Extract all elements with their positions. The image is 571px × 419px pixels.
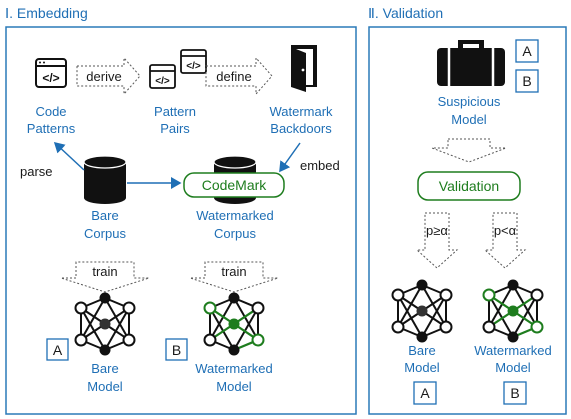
result-bare-network-icon xyxy=(391,279,453,343)
suspect-b-box xyxy=(515,69,539,93)
embed-label: embed xyxy=(300,158,340,173)
watermark-backdoors-label-1: Watermark xyxy=(269,104,333,119)
result-a-letter: A xyxy=(420,385,430,401)
validation-panel xyxy=(368,26,567,415)
model-a-box xyxy=(46,338,69,361)
codemark-box xyxy=(183,172,285,198)
p-ge-alpha-label: p≥α xyxy=(426,223,448,238)
suspect-b-letter: B xyxy=(522,73,531,89)
validation-label: Validation xyxy=(439,178,499,194)
embed-arrow xyxy=(279,142,301,173)
result-watermarked-label-2: Model xyxy=(495,360,531,375)
train-label-1: train xyxy=(92,264,117,279)
model-a-letter: A xyxy=(53,342,63,358)
pattern-pairs-icon: </> </> xyxy=(149,49,207,89)
derive-label: derive xyxy=(86,69,121,84)
result-a-box xyxy=(413,381,437,405)
result-b-letter: B xyxy=(510,385,519,401)
p-ge-alpha-arrow: p≥α xyxy=(415,212,459,269)
result-bare-label-2: Model xyxy=(404,360,440,375)
suspect-to-validation-arrow xyxy=(431,138,507,163)
parse-label: parse xyxy=(20,164,53,179)
suspicious-model-label-2: Model xyxy=(451,112,487,127)
suspect-a-letter: A xyxy=(522,43,532,59)
door-icon xyxy=(291,45,317,92)
bare-model-network-icon xyxy=(74,292,136,356)
result-b-box xyxy=(503,381,527,405)
result-watermarked-label-1: Watermarked xyxy=(474,343,552,358)
derive-arrow: derive xyxy=(76,56,141,96)
suspect-a-box xyxy=(515,39,539,63)
svg-text:</>: </> xyxy=(42,71,59,85)
train-arrow-watermarked: train xyxy=(189,261,279,293)
validation-box xyxy=(417,171,521,201)
watermarked-corpus-label-2: Corpus xyxy=(214,226,256,241)
p-lt-alpha-label: p<α xyxy=(494,223,517,238)
suspicious-model-label-1: Suspicious xyxy=(438,94,501,109)
define-label: define xyxy=(216,69,251,84)
code-patterns-label-1: Code xyxy=(35,104,66,119)
train-arrow-bare: train xyxy=(60,261,150,293)
pattern-pairs-label-1: Pattern xyxy=(154,104,196,119)
bare-model-label-2: Model xyxy=(87,379,123,394)
validation-panel-title: Ⅱ. Validation xyxy=(368,5,443,21)
p-lt-alpha-arrow: p<α xyxy=(483,212,527,269)
svg-text:</>: </> xyxy=(186,61,201,72)
watermarked-model-label-1: Watermarked xyxy=(195,361,273,376)
define-arrow: define xyxy=(205,56,273,96)
bare-corpus-label-2: Corpus xyxy=(84,226,126,241)
model-b-box xyxy=(165,338,188,361)
parse-arrow xyxy=(53,141,85,171)
bare-model-label-1: Bare xyxy=(91,361,118,376)
result-watermarked-network-icon xyxy=(482,279,544,343)
bare-corpus-database-icon xyxy=(83,155,127,204)
svg-text:</>: </> xyxy=(155,76,170,87)
watermarked-model-network-icon xyxy=(203,292,265,356)
watermark-backdoors-label-2: Backdoors xyxy=(270,121,332,136)
bare-corpus-label-1: Bare xyxy=(91,208,118,223)
briefcase-icon xyxy=(437,40,505,86)
code-patterns-label-2: Patterns xyxy=(27,121,76,136)
pattern-pairs-label-2: Pairs xyxy=(160,121,190,136)
embedding-panel-title: Ⅰ. Embedding xyxy=(5,5,88,21)
watermarked-corpus-label-1: Watermarked xyxy=(196,208,274,223)
codemark-label: CodeMark xyxy=(202,177,268,193)
train-label-2: train xyxy=(221,264,246,279)
embedding-panel xyxy=(5,26,357,415)
code-icon: </> xyxy=(35,58,67,88)
model-b-letter: B xyxy=(172,342,181,358)
result-bare-label-1: Bare xyxy=(408,343,435,358)
watermarked-model-label-2: Model xyxy=(216,379,252,394)
